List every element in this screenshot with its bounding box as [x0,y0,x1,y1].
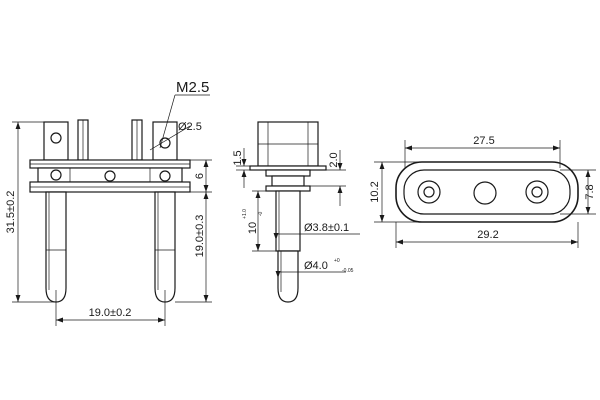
left-screw-hole [50,132,62,144]
pin-length-label: 19.0±0.3 [194,215,206,258]
right-hole-inner [531,186,543,198]
top-view: 27.5 29.2 10.2 7.8 [369,135,596,248]
shank-length-tol-upper: +1.0 [242,209,248,219]
side-pin [277,250,299,303]
left-hole-outer [417,180,441,204]
overall-height-label: 31.5±0.2 [5,191,17,234]
pin-diameter-tol-upper: +0 [334,258,340,264]
shank-length-label: 10 [247,222,259,234]
pin-spacing-label: 19.0±0.2 [89,307,132,319]
inner-outline [403,169,571,215]
inner-width-label: 7.8 [584,184,596,199]
left-hole-inner [423,186,435,198]
collar-height-label: 2.0 [328,152,340,167]
overall-width-label: 10.2 [369,181,381,202]
overall-length-label: 29.2 [477,229,498,241]
hole-spacing-label: 27.5 [473,135,494,147]
thread-label: M2.5 [176,79,209,96]
shank-length-tol-lower: -0 [258,212,264,217]
pin-diameter-label: Ø4.0 [304,260,328,272]
side-view: 1.5 2.0 10 +1.0 -0 Ø3.8±0.1 Ø4.0 +0 -0.0… [232,121,360,303]
shank-diameter-label: Ø3.8±0.1 [304,222,349,234]
pin-diameter-tol-lower: -0.05 [342,268,354,274]
right-hole-outer [525,180,549,204]
right-screw-hole [159,137,171,149]
shank [275,190,301,252]
front-view: 31.5±0.2 6 19.0±0.3 19.0±0.2 M2.5 Ø2.5 [5,79,212,326]
outer-outline [395,161,579,223]
hole-diameter-label: Ø2.5 [178,121,202,133]
left-terminal-block [43,121,69,161]
side-plate [249,165,327,171]
collar [265,169,311,177]
flange-thickness-label: 6 [194,173,206,179]
center-hole [473,181,497,205]
cap-height-label: 1.5 [232,150,244,165]
